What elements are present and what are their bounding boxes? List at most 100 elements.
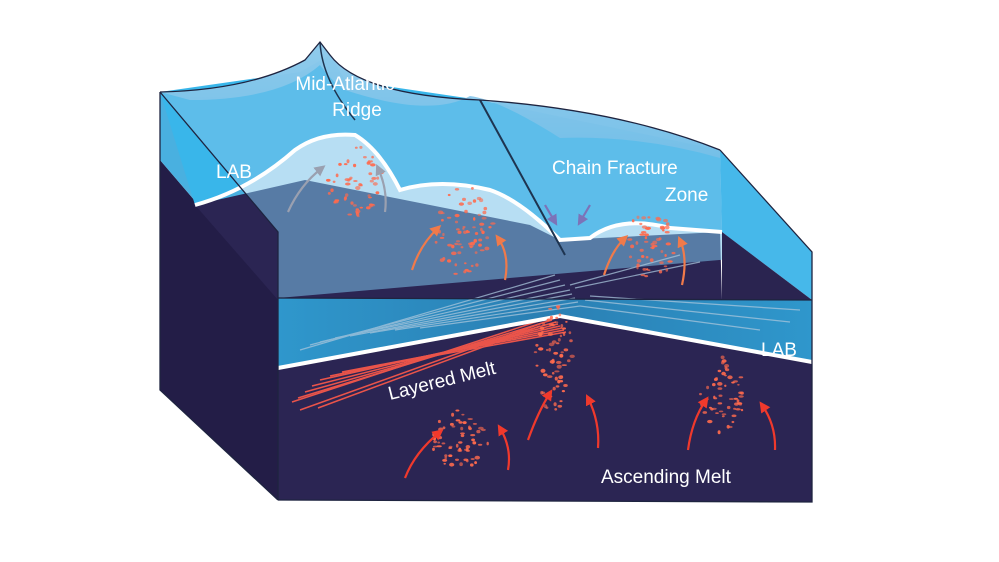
melt-droplet [665,242,671,246]
melt-droplet [735,408,741,411]
melt-droplet [470,264,474,268]
melt-droplet [535,364,539,367]
melt-droplet [561,364,567,366]
melt-droplet [561,332,566,334]
melt-droplet [474,461,477,465]
melt-droplet [462,226,466,228]
melt-droplet [438,229,441,234]
label-fracture-line1: Chain Fracture [552,158,678,179]
melt-droplet [556,364,562,369]
melt-droplet [552,386,556,391]
arrow-red-3 [526,389,553,441]
melt-droplet [454,220,459,224]
melt-droplet [659,261,664,265]
melt-droplet [465,449,470,452]
melt-droplet [635,241,639,245]
melt-droplet [639,222,643,226]
melt-droplet [551,371,555,375]
melt-droplet [486,441,489,446]
melt-droplet [569,354,575,358]
melt-droplet [458,441,463,444]
melt-droplet [557,338,561,342]
melt-droplet [346,159,350,164]
melt-droplet [481,216,487,220]
melt-droplet [481,230,485,235]
melt-droplet [649,258,654,262]
melt-droplet [737,383,740,386]
melt-droplet [631,219,635,223]
arrow-red-2 [497,424,511,471]
melt-droplet [546,318,552,322]
melt-droplet [644,275,649,278]
melt-droplet [706,385,710,390]
melt-droplet [699,392,702,396]
melt-droplet [467,418,473,420]
melt-droplet [473,217,476,221]
melt-droplet [465,230,469,234]
melt-droplet [533,351,538,354]
melt-droplet [551,360,554,364]
melt-droplet [458,421,463,424]
melt-droplet [663,218,669,223]
melt-droplet [559,334,563,338]
melt-droplet [563,348,569,352]
melt-droplet [477,443,483,446]
melt-droplet [338,162,342,166]
melt-droplet [490,222,496,225]
melt-droplet [558,313,562,317]
melt-droplet [473,239,476,243]
melt-droplet [721,415,725,418]
melt-droplet [715,412,719,414]
melt-droplet [738,403,743,406]
melt-droplet [736,399,740,403]
melt-droplet [470,434,476,437]
melt-droplet [326,178,331,182]
melt-droplet [738,395,744,398]
melt-droplet [545,348,549,352]
melt-droplet [375,191,380,195]
melt-droplet [717,430,721,435]
melt-droplet [460,434,465,438]
melt-droplet [639,233,645,236]
melt-droplet [335,173,339,178]
melt-droplet [436,445,442,448]
melt-droplet [565,321,568,323]
melt-droplet [543,373,548,377]
melt-droplet [546,375,553,378]
label-ridge-line1: Mid-Atlantic [295,74,394,95]
melt-droplet [548,307,553,310]
arrow-orange-3 [602,235,629,276]
melt-droplet [641,216,647,220]
melt-droplet [537,332,543,337]
melt-droplet [468,244,474,248]
melt-droplet [455,458,459,461]
melt-droplet [462,227,465,230]
melt-droplet [376,176,380,180]
melt-droplet [371,155,374,159]
melt-droplet [451,244,455,249]
melt-droplet [482,210,487,215]
melt-droplet-clusters [326,145,744,467]
melt-droplet [488,226,492,229]
melt-droplet [559,400,563,403]
melt-droplet [479,249,485,252]
melt-droplet [702,411,708,414]
melt-droplet [460,246,464,249]
melt-droplet [556,342,560,345]
melt-droplet [569,339,573,343]
melt-droplet [548,342,555,347]
melt-droplet [726,405,731,410]
melt-droplet [543,404,548,408]
melt-droplet [636,259,642,263]
melt-droplet [451,425,456,428]
melt-droplet [352,204,357,207]
lab-back-boundary [194,132,723,243]
melt-droplet [644,233,649,237]
melt-droplet [640,274,646,277]
fracture-zone-line [479,99,566,256]
melt-droplet [708,406,712,409]
melt-droplet [330,188,334,193]
melt-droplet [554,376,558,381]
melt-droplet [457,251,462,255]
melt-droplet [447,193,451,197]
